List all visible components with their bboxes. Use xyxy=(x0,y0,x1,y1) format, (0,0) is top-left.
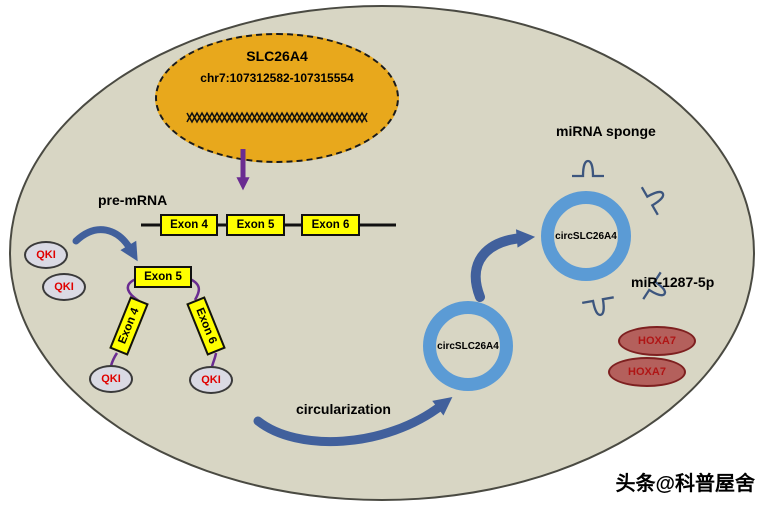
mirna-sponge-label: miRNA sponge xyxy=(556,123,656,139)
exon6-box: Exon 6 xyxy=(301,214,360,236)
hoxa7-protein: HOXA7 xyxy=(608,357,686,387)
loop-exon5-box: Exon 5 xyxy=(134,266,192,288)
qki-protein: QKI xyxy=(42,273,86,301)
circ-rna-ring: circSLC26A4 xyxy=(423,301,513,391)
qki-protein: QKI xyxy=(89,365,133,393)
qki-protein: QKI xyxy=(189,366,233,394)
circ-rna-label: circSLC26A4 xyxy=(437,340,499,352)
circ-rna-sponge-ring: circSLC26A4 xyxy=(541,191,631,281)
circ-rna-label: circSLC26A4 xyxy=(555,230,617,242)
circularization-label: circularization xyxy=(296,401,391,417)
gene-locus: chr7:107312582-107315554 xyxy=(200,71,354,85)
gene-name: SLC26A4 xyxy=(246,48,308,64)
hoxa7-protein: HOXA7 xyxy=(618,326,696,356)
mirna-name-label: miR-1287-5p xyxy=(631,274,715,290)
nucleus: SLC26A4 chr7:107312582-107315554 xyxy=(155,33,399,163)
pre-mrna-label: pre-mRNA xyxy=(98,192,168,208)
qki-protein: QKI xyxy=(24,241,68,269)
watermark: 头条@科普屋舍 xyxy=(615,473,755,495)
exon5-box: Exon 5 xyxy=(226,214,285,236)
exon4-box: Exon 4 xyxy=(160,214,218,236)
